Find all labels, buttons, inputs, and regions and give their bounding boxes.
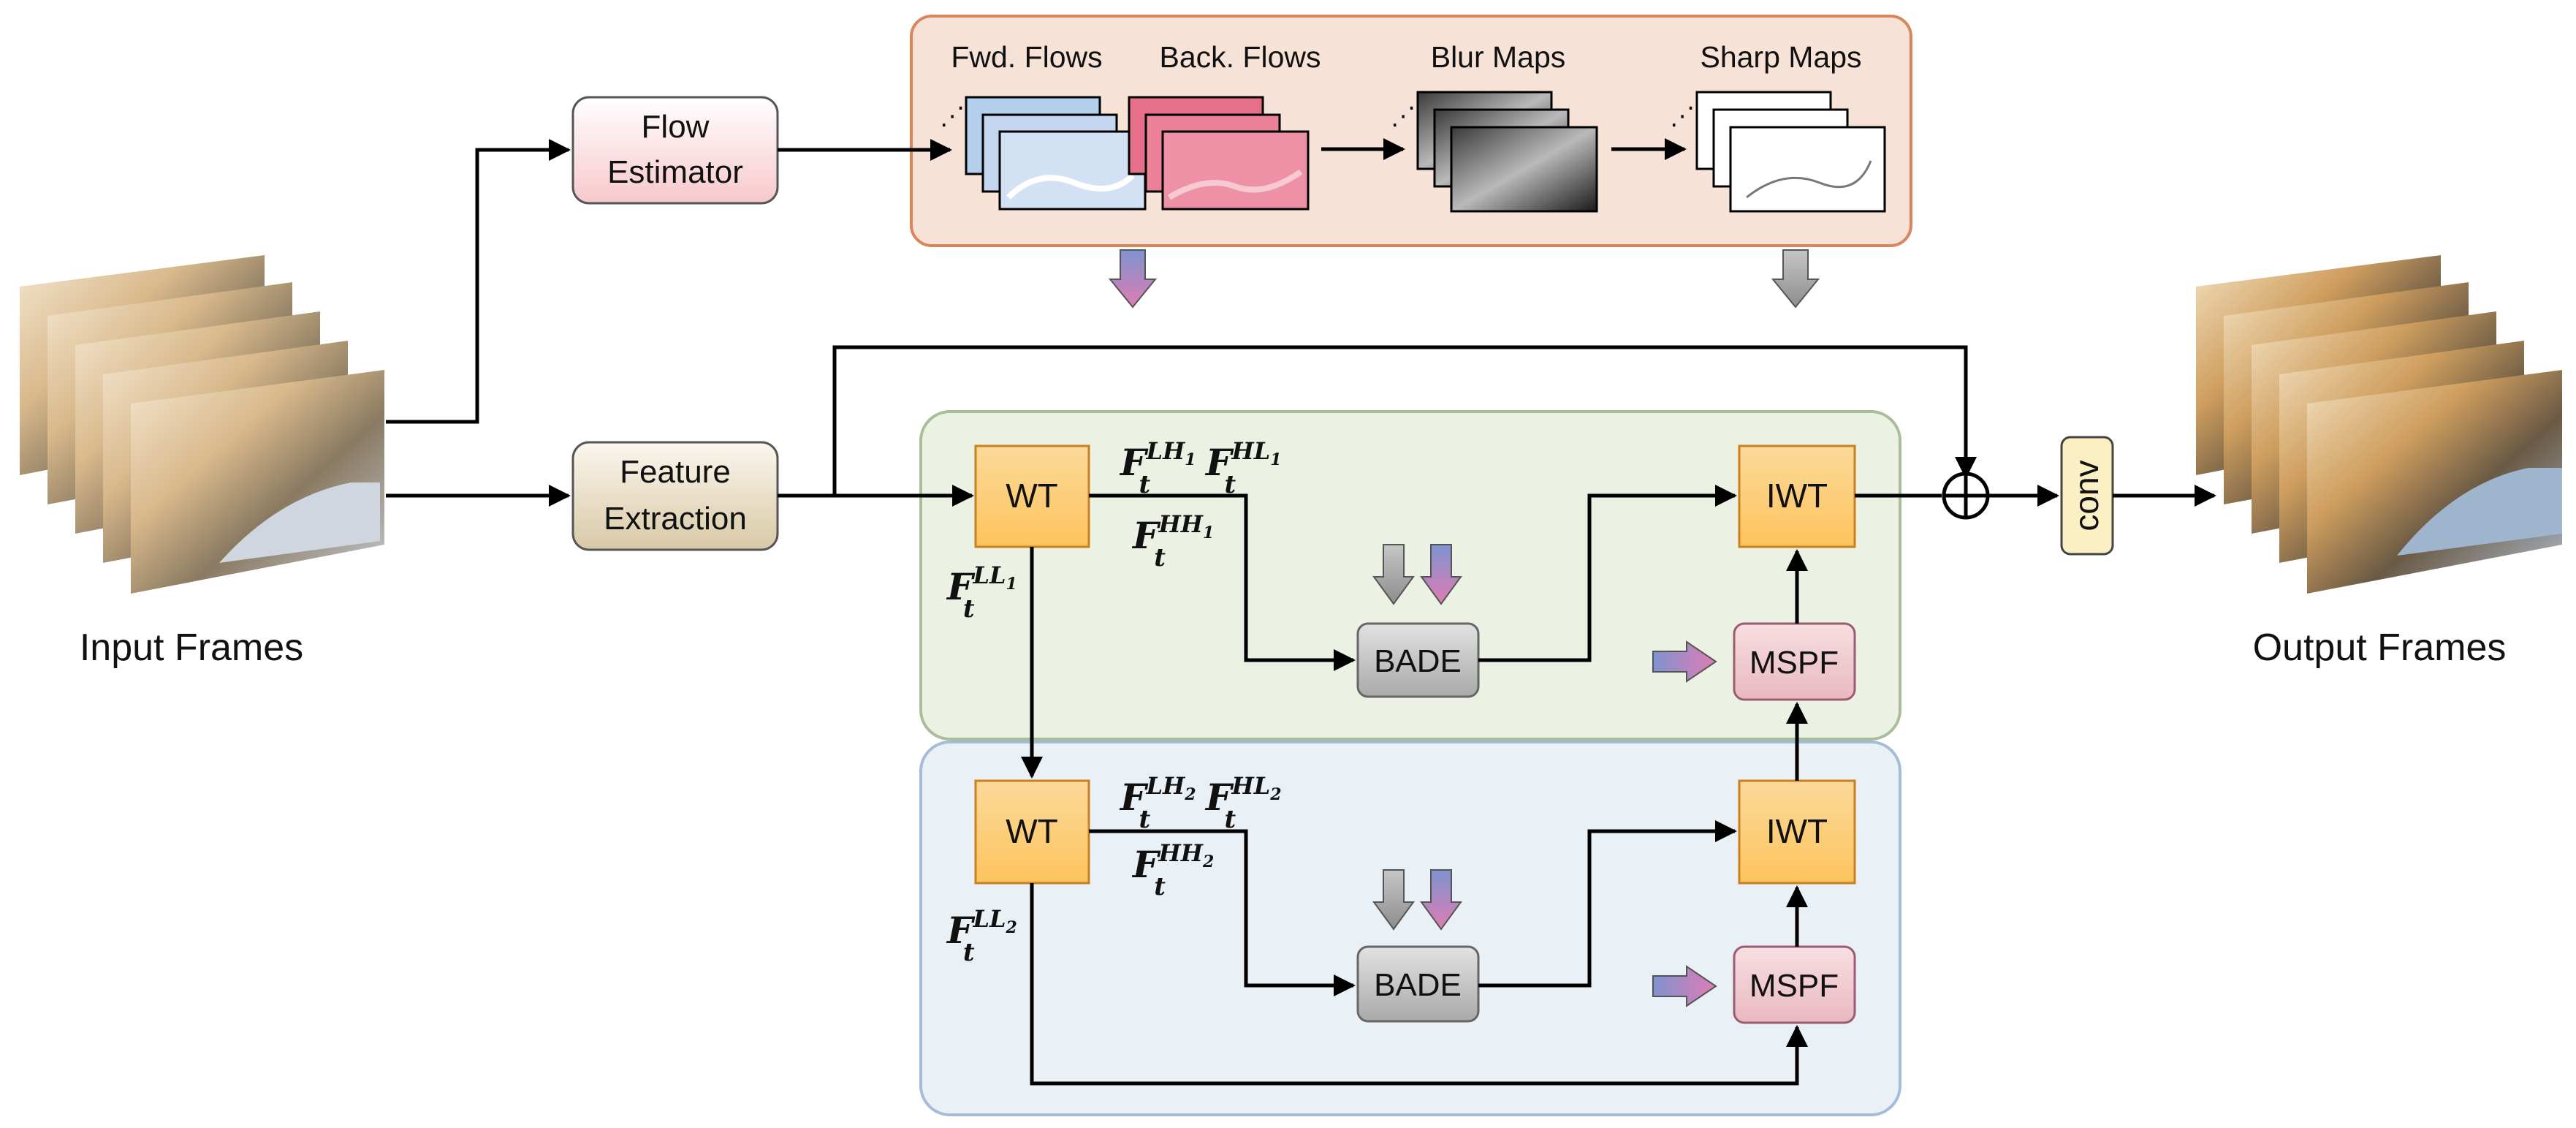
ellipsis-icon: ⋰ bbox=[1391, 102, 1416, 130]
level1-wt-label: WT bbox=[1006, 477, 1058, 515]
flow-estimator-label-line1: Flow bbox=[642, 109, 710, 145]
skip-connection-arrow bbox=[832, 345, 1977, 496]
level2-iwt-label: IWT bbox=[1766, 812, 1828, 850]
level2-pink-input-arrow bbox=[1420, 869, 1462, 931]
arrow-input-to-flow bbox=[386, 139, 571, 424]
blur-maps-label: Blur Maps bbox=[1431, 40, 1566, 74]
level1-arrow-bade-to-iwt bbox=[1478, 485, 1737, 662]
sharp-maps-stack: ⋰ bbox=[1670, 91, 1886, 213]
feature-extraction-label-line2: Extraction bbox=[604, 501, 747, 537]
conv-label: conv bbox=[2067, 460, 2105, 531]
fwd-flows-stack: ⋰ bbox=[940, 96, 1147, 211]
output-frames-label: Output Frames bbox=[2253, 627, 2507, 669]
level1-pink-input-arrow bbox=[1420, 544, 1462, 605]
back-flows-stack bbox=[1128, 96, 1310, 211]
level2-iwt-box bbox=[1738, 779, 1856, 885]
input-frames-stack bbox=[20, 255, 384, 594]
level2-arrow-wt-to-bade bbox=[1089, 829, 1356, 996]
level1-bade-label: BADE bbox=[1374, 643, 1462, 679]
level1-wt-box bbox=[974, 444, 1090, 548]
level1-gray-input-arrow bbox=[1372, 544, 1415, 605]
level1-arrow-wt-to-bade bbox=[1089, 493, 1356, 671]
level2-mspf-label: MSPF bbox=[1749, 968, 1839, 1004]
flow-estimator-label-line2: Estimator bbox=[607, 154, 743, 190]
level2-panel bbox=[919, 741, 1901, 1116]
back-flows-label: Back. Flows bbox=[1160, 40, 1321, 74]
fwd-flows-label: Fwd. Flows bbox=[951, 40, 1102, 74]
level2-gray-input-arrow bbox=[1372, 869, 1415, 931]
level2-bade-label: BADE bbox=[1374, 967, 1462, 1003]
feature-extraction-label-line1: Feature bbox=[620, 454, 731, 490]
input-frames-label: Input Frames bbox=[80, 627, 303, 669]
sharp-maps-label: Sharp Maps bbox=[1700, 40, 1861, 74]
add-node-icon bbox=[1942, 472, 1990, 520]
level1-mspf-box bbox=[1733, 622, 1856, 701]
arrow-ll2-to-mspf2 bbox=[1030, 883, 1808, 1086]
level2-arrow-bade-to-iwt bbox=[1478, 820, 1737, 988]
level2-wt-label: WT bbox=[1006, 812, 1058, 850]
level1-mspf-label: MSPF bbox=[1749, 645, 1839, 681]
ellipsis-icon: ⋰ bbox=[1670, 102, 1695, 130]
sharp-down-arrow bbox=[1771, 249, 1820, 309]
level1-iwt-box bbox=[1738, 444, 1856, 548]
level1-iwt-label: IWT bbox=[1766, 477, 1828, 515]
level1-flow-to-mspf-arrow bbox=[1652, 640, 1717, 683]
ellipsis-icon: ⋰ bbox=[940, 102, 965, 130]
level2-flow-to-mspf-arrow bbox=[1652, 965, 1717, 1007]
output-frames-stack bbox=[2196, 255, 2562, 594]
level2-mspf-box bbox=[1733, 945, 1856, 1024]
blur-maps-stack: ⋰ bbox=[1391, 91, 1598, 213]
flow-down-arrow bbox=[1108, 249, 1158, 309]
